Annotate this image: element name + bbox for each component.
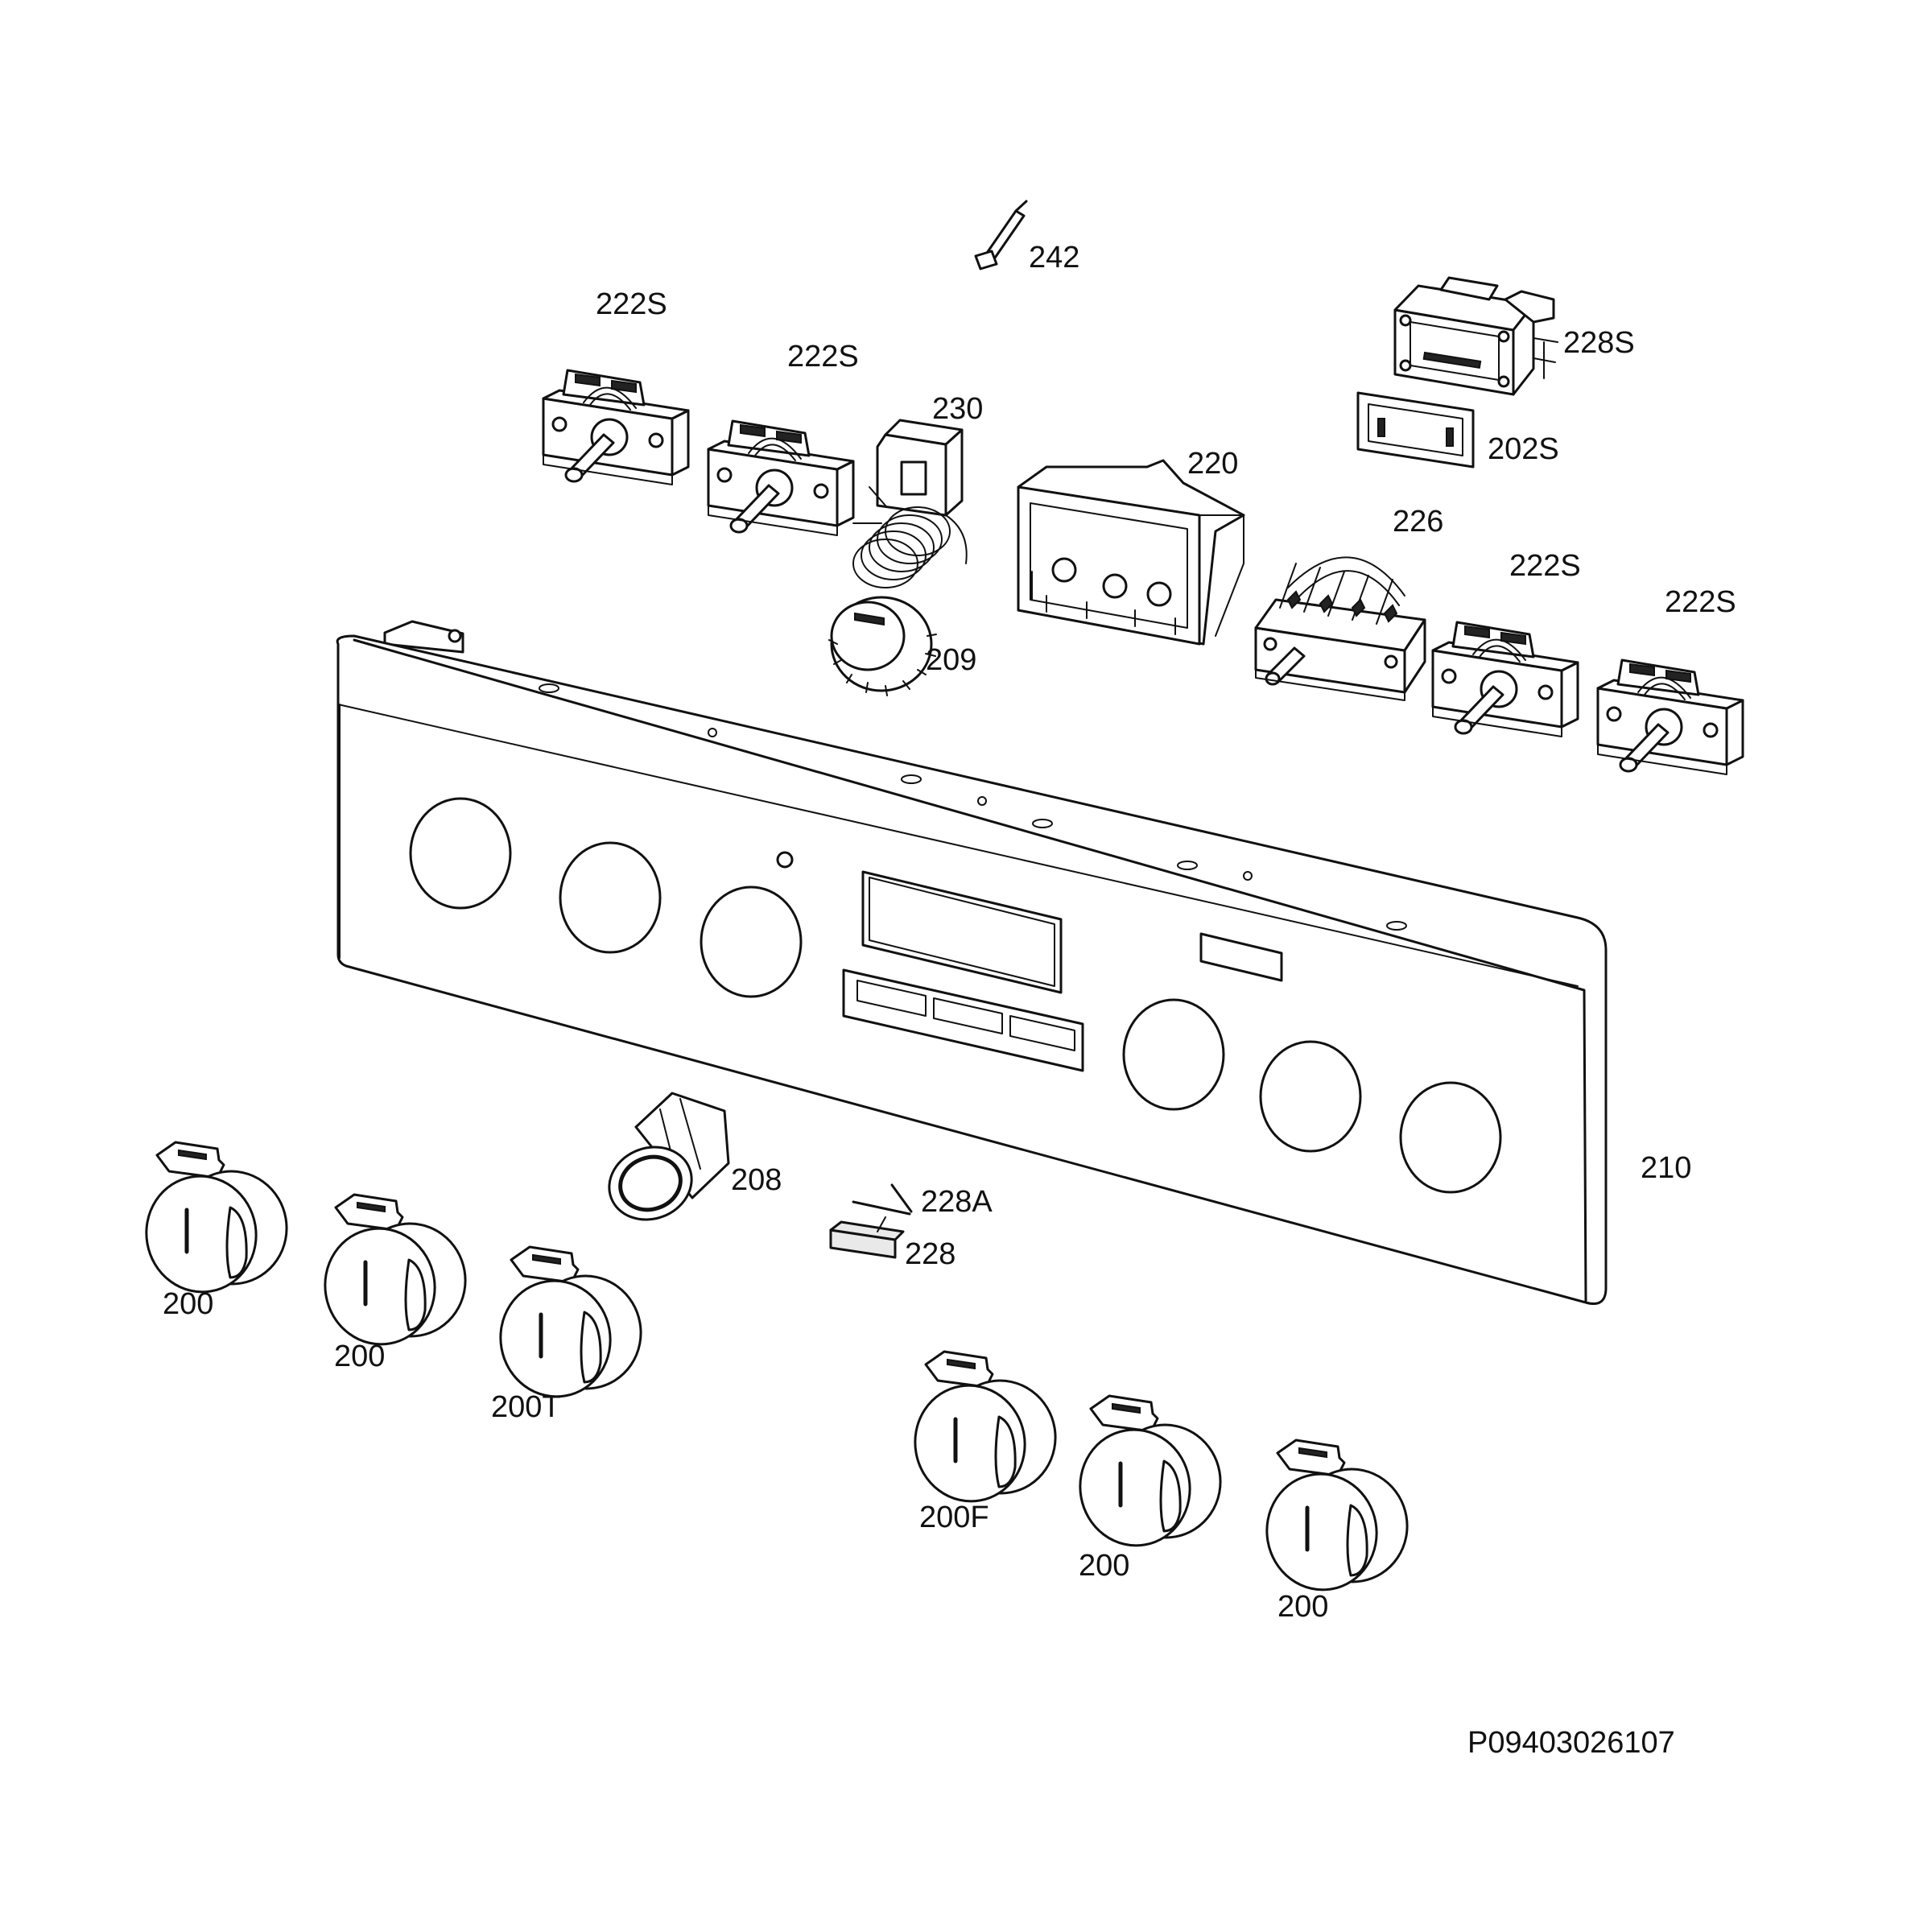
label-228: 228: [905, 1237, 956, 1271]
label-210: 210: [1641, 1151, 1691, 1185]
part-200-knob-2: [316, 1195, 475, 1353]
part-200-knob-4: [1258, 1440, 1417, 1599]
panel-hole-4: [1122, 998, 1225, 1111]
label-222s-3: 222S: [1509, 549, 1581, 583]
label-200-1: 200: [163, 1287, 213, 1321]
panel-button-strip: [842, 968, 1084, 1072]
part-210-control-panel: [336, 620, 1608, 1305]
panel-hole-1: [409, 797, 512, 910]
part-200f-knob: [906, 1352, 1065, 1510]
part-226-selector-switch: [1254, 556, 1426, 701]
panel-hole-2: [559, 841, 662, 954]
label-228a: 228A: [921, 1185, 993, 1219]
part-222s-switch-1: [542, 369, 690, 486]
part-200-knob-1: [138, 1142, 296, 1301]
label-200-4: 200: [1277, 1590, 1328, 1624]
label-222s-4: 222S: [1665, 585, 1736, 619]
part-202s-gasket: [1356, 391, 1475, 469]
part-222s-switch-2: [707, 419, 855, 537]
part-228a-pin: [852, 1183, 913, 1216]
part-220-display-housing: [1017, 459, 1245, 646]
part-208-lamp-holder: [608, 1092, 730, 1221]
label-200-2: 200: [334, 1340, 385, 1373]
panel-hole-6: [1399, 1081, 1502, 1194]
label-200t: 200T: [491, 1390, 561, 1424]
part-209-gear-ring: [828, 596, 937, 696]
part-200t-knob: [492, 1247, 650, 1406]
panel-hole-3: [700, 886, 803, 998]
label-220: 220: [1187, 447, 1238, 481]
part-228-connector: [829, 1216, 905, 1259]
label-208: 208: [731, 1163, 782, 1197]
label-222s-1: 222S: [596, 287, 667, 321]
part-222s-switch-3: [1431, 621, 1579, 738]
label-200-3: 200: [1079, 1549, 1129, 1583]
part-222s-switch-4: [1596, 658, 1744, 776]
panel-display-window: [861, 870, 1063, 994]
label-200f: 200F: [919, 1501, 989, 1534]
label-202s: 202S: [1488, 432, 1559, 466]
label-226: 226: [1393, 505, 1443, 539]
part-230-thermostat: [852, 419, 968, 588]
label-230: 230: [932, 392, 983, 426]
part-242-sensor-clip: [974, 200, 1028, 270]
part-200-knob-3: [1071, 1396, 1230, 1554]
label-228s: 228S: [1563, 326, 1635, 360]
panel-hole-5: [1259, 1040, 1362, 1153]
part-228s-module: [1393, 276, 1558, 396]
label-209: 209: [926, 643, 976, 677]
label-242: 242: [1029, 241, 1079, 275]
label-222s-2: 222S: [787, 340, 859, 374]
drawing-code: P09403026107: [1467, 1726, 1675, 1760]
